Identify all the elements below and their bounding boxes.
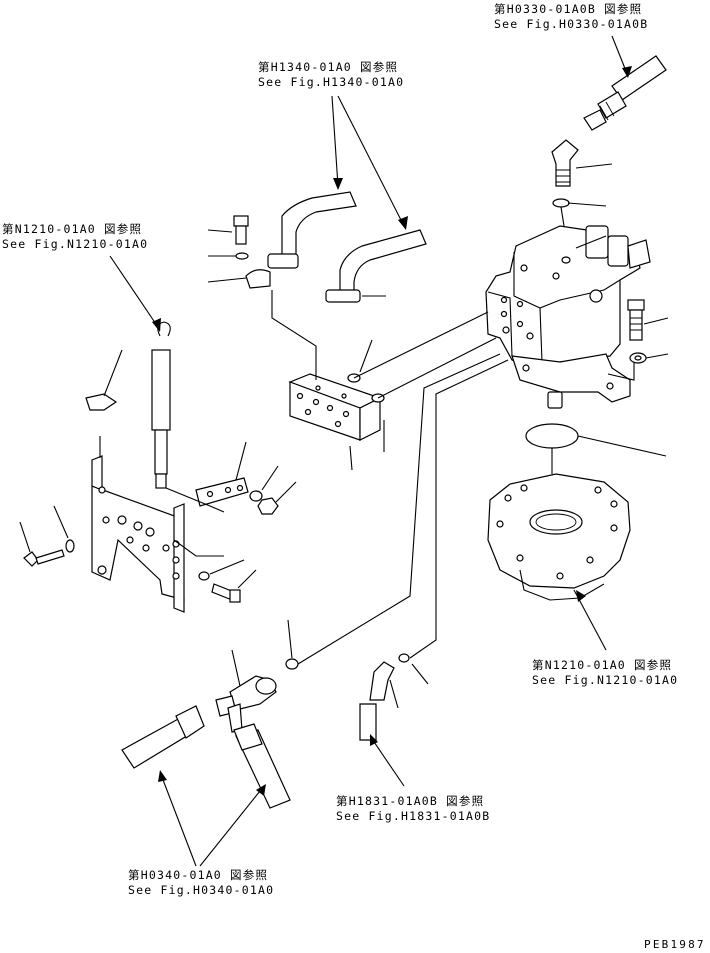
reference-jp: 第H0330-01A0B 図参照	[494, 2, 643, 16]
reference-jp: 第N1210-01A0 図参照	[2, 222, 143, 236]
reference-en: See Fig.N1210-01A0	[532, 673, 679, 687]
reference-label-h0340: 第H0340-01A0 図参照 See Fig.H0340-01A0	[128, 868, 274, 898]
reference-jp: 第H0340-01A0 図参照	[128, 868, 269, 882]
left-bolt-washer	[23, 539, 75, 567]
gear-housing	[487, 473, 631, 601]
mounting-bracket	[91, 455, 185, 613]
reference-en: See Fig.H1340-01A0	[258, 75, 405, 89]
arrowheads	[152, 66, 632, 796]
leader-lines	[19, 35, 669, 867]
reference-label-h1831: 第H1831-01A0B 図参照 See Fig.H1831-01A0B	[336, 794, 490, 824]
gas-cylinder	[151, 321, 171, 489]
reference-en: See Fig.H0330-01A0B	[494, 17, 649, 31]
lower-hose-left	[121, 705, 205, 769]
reference-en: See Fig.H1831-01A0B	[336, 809, 491, 823]
reference-label-n1210-left: 第N1210-01A0 図参照 See Fig.N1210-01A0	[2, 222, 148, 252]
center-tube-left	[245, 191, 357, 289]
reference-en: See Fig.H0340-01A0	[128, 883, 275, 897]
lower-elbow	[359, 653, 410, 741]
manifold-block	[288, 373, 382, 441]
bracket-bolt	[198, 571, 241, 603]
upper-hose-assembly	[551, 55, 667, 208]
link-plate	[195, 477, 249, 507]
reference-jp: 第H1340-01A0 図参照	[258, 60, 399, 74]
clamp-bolt-set	[233, 215, 249, 260]
reference-jp: 第H1831-01A0B 図参照	[336, 794, 485, 808]
reference-label-n1210-right: 第N1210-01A0 図参照 See Fig.N1210-01A0	[532, 658, 678, 688]
plate-washer	[249, 490, 263, 502]
reference-en: See Fig.N1210-01A0	[2, 237, 149, 251]
plate-nut	[257, 497, 279, 515]
center-tube-right	[325, 229, 427, 303]
lower-hose-right	[233, 723, 291, 809]
reference-label-h1340: 第H1340-01A0 図参照 See Fig.H1340-01A0	[258, 60, 404, 90]
main-valve-body	[485, 225, 651, 409]
right-bolt-washer	[627, 299, 647, 364]
small-pin	[85, 393, 118, 411]
reference-label-h0330: 第H0330-01A0B 図参照 See Fig.H0330-01A0B	[494, 2, 648, 32]
large-oring	[525, 423, 579, 449]
drawing-code: PEB1987	[644, 938, 706, 951]
reference-jp: 第N1210-01A0 図参照	[532, 658, 673, 672]
tee-fitting	[215, 658, 299, 733]
